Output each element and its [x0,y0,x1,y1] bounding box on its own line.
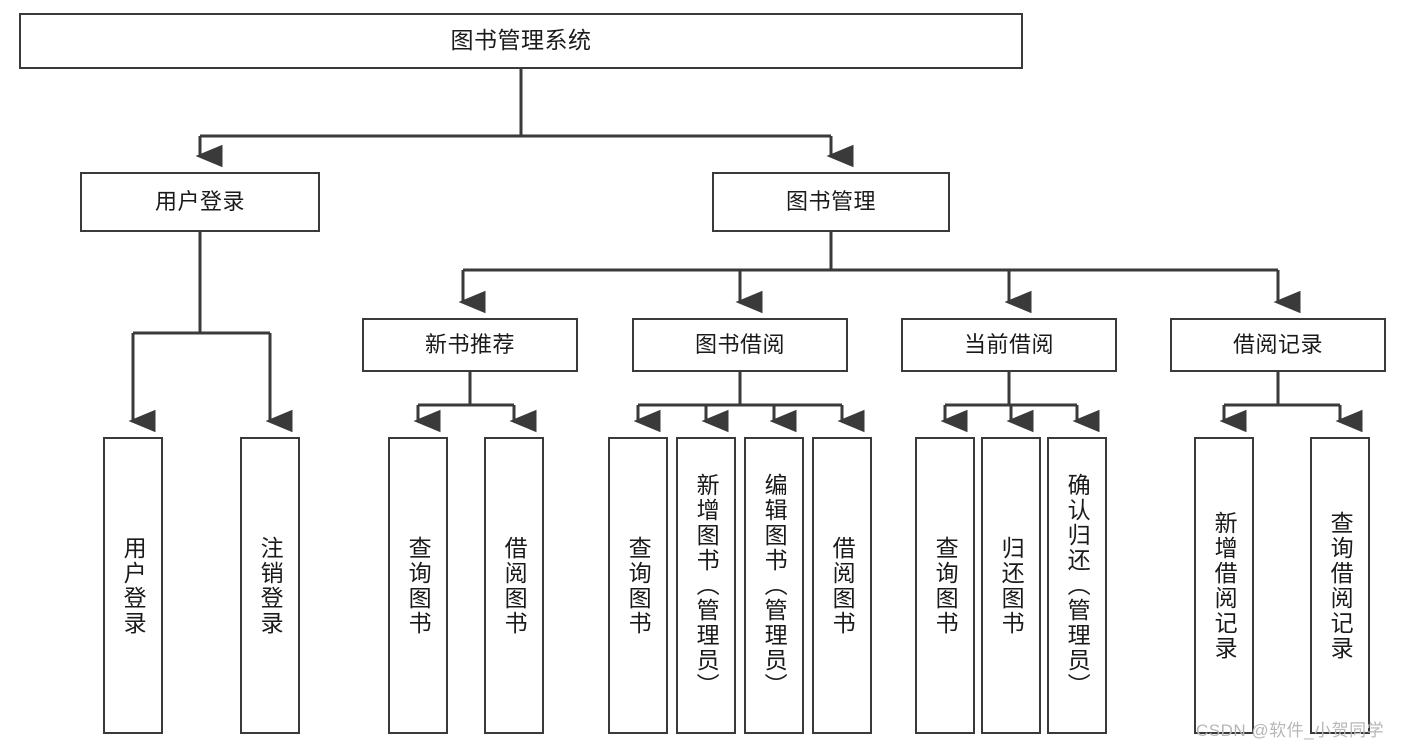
leaf-confirm-return-admin[interactable]: 确认归还（管理员） [1047,437,1107,734]
leaf-query-book-current[interactable]: 查询图书 [915,437,975,734]
node-label: 借阅记录 [1232,332,1323,358]
leaf-query-borrow-record[interactable]: 查询借阅记录 [1310,437,1370,734]
node-label: 图书借阅 [694,332,785,358]
leaf-query-book-newbook[interactable]: 查询图书 [388,437,448,734]
node-label: 图书管理系统 [450,27,592,54]
node-label: 查询借阅记录 [1327,510,1354,661]
node-root-system[interactable]: 图书管理系统 [19,13,1023,69]
leaf-add-book-admin[interactable]: 新增图书（管理员） [676,437,736,734]
leaf-user-login[interactable]: 用户登录 [103,437,163,734]
node-borrow-record[interactable]: 借阅记录 [1170,318,1386,372]
node-label: 查询图书 [625,535,652,636]
leaf-logout[interactable]: 注销登录 [240,437,300,734]
node-label: 注销登录 [257,535,284,636]
node-user-login[interactable]: 用户登录 [80,172,320,232]
node-label: 编辑图书（管理员） [761,473,788,698]
node-book-borrow[interactable]: 图书借阅 [632,318,848,372]
node-label: 当前借阅 [963,332,1054,358]
node-new-book-recommend[interactable]: 新书推荐 [362,318,578,372]
node-current-borrow[interactable]: 当前借阅 [901,318,1117,372]
node-label: 新增借阅记录 [1211,510,1238,661]
leaf-query-book-borrow[interactable]: 查询图书 [608,437,668,734]
node-label: 新书推荐 [424,332,515,358]
leaf-borrow-book-borrow[interactable]: 借阅图书 [812,437,872,734]
node-label: 用户登录 [120,535,147,636]
watermark-text: CSDN @软件_小贺同学 [1196,721,1385,740]
node-book-management[interactable]: 图书管理 [712,172,950,232]
node-label: 查询图书 [405,535,432,636]
node-label: 借阅图书 [829,535,856,636]
node-label: 借阅图书 [501,535,528,636]
leaf-borrow-book-newbook[interactable]: 借阅图书 [484,437,544,734]
node-label: 新增图书（管理员） [693,473,720,698]
node-label: 归还图书 [998,535,1025,636]
node-label: 图书管理 [785,189,876,215]
leaf-add-borrow-record[interactable]: 新增借阅记录 [1194,437,1254,734]
node-label: 确认归还（管理员） [1064,473,1091,698]
leaf-return-book[interactable]: 归还图书 [981,437,1041,734]
node-label: 用户登录 [154,189,245,215]
leaf-edit-book-admin[interactable]: 编辑图书（管理员） [744,437,804,734]
node-label: 查询图书 [932,535,959,636]
